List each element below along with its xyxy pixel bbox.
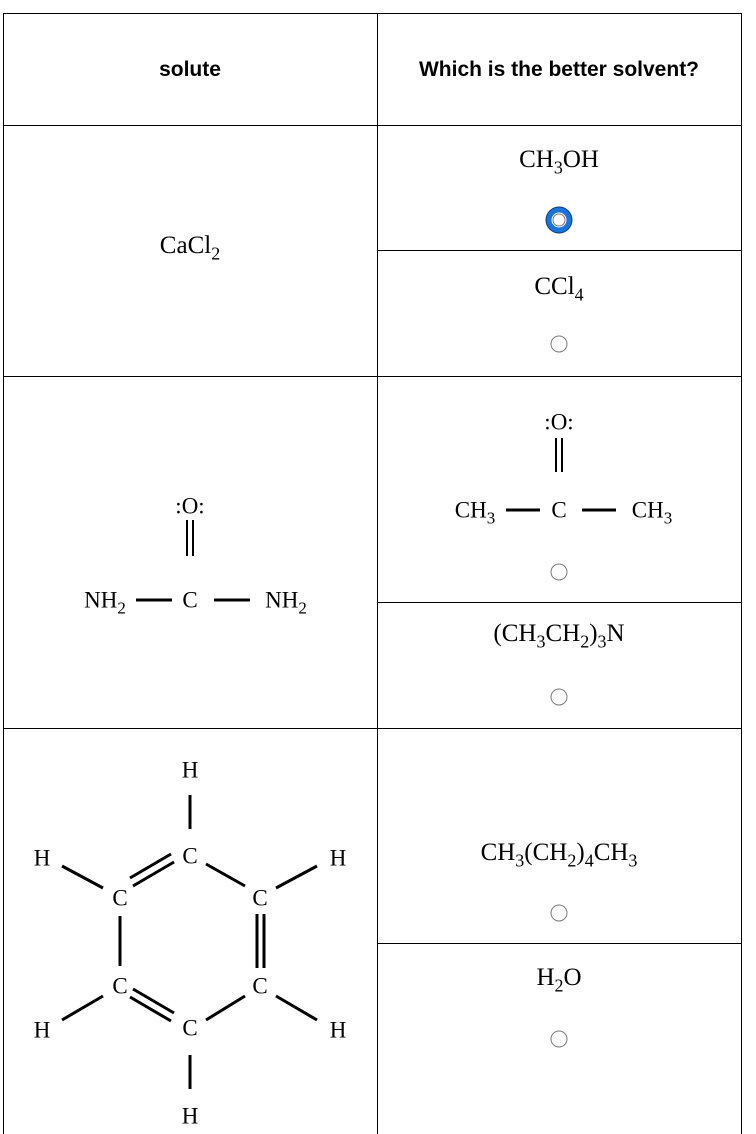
option-hexane-label: CH3(CH2)4CH3 [480,839,638,871]
radio-ccl4[interactable] [550,335,568,353]
table-border-top [3,13,742,14]
urea-double-bond [186,520,194,556]
benzene-h-upper-right: H [329,845,347,871]
benzene-c-upper-right: C [252,885,268,911]
benzene-h-lower-right: H [329,1017,347,1043]
radio-triethylamine[interactable] [550,688,568,706]
table-border-right [741,13,742,1134]
urea-right-nh2: NH2 [265,587,307,618]
row1-divider [3,376,742,377]
row1-option-divider [377,250,742,251]
acetone-oxygen: :O: [544,409,574,435]
header-divider [3,125,742,126]
benzene-h-lower-left: H [33,1017,51,1043]
acetone-single-bonds [506,508,616,512]
benzene-c-top: C [182,843,198,869]
urea-single-bonds [136,598,250,602]
radio-hexane[interactable] [550,904,568,922]
benzene-h-top: H [181,757,199,783]
column-divider [377,13,378,1134]
urea-left-nh2: NH2 [84,587,126,618]
header-solute: solute [159,58,221,81]
benzene-c-lower-right: C [252,973,268,999]
acetone-carbon: C [551,497,567,523]
radio-ch3oh[interactable] [546,207,572,233]
radio-water[interactable] [550,1030,568,1048]
benzene-h-upper-left: H [33,845,51,871]
header-solvent: Which is the better solvent? [418,58,700,81]
benzene-c-lower-left: C [112,973,128,999]
radio-acetone[interactable] [550,563,568,581]
row2-divider [3,728,742,729]
solute-cacl2: CaCl2 [159,232,221,264]
option-ccl4-label: CCl4 [534,273,584,305]
urea-carbon: C [182,587,198,613]
option-ch3oh-label: CH3OH [519,146,599,178]
acetone-right-ch3: CH3 [631,497,673,528]
benzene-h-bottom: H [181,1103,199,1129]
acetone-double-bond [555,438,563,472]
row3-option-divider [377,943,742,944]
benzene-c-bottom: C [182,1015,198,1041]
urea-oxygen: :O: [175,493,205,519]
acetone-left-ch3: CH3 [454,497,496,528]
table-border-left [3,13,4,1134]
option-water-label: H2O [536,964,582,996]
option-triethylamine-label: (CH3CH2)3N [493,620,625,652]
benzene-c-upper-left: C [112,885,128,911]
benzene-bonds [61,795,318,1089]
row2-option-divider [377,602,742,603]
